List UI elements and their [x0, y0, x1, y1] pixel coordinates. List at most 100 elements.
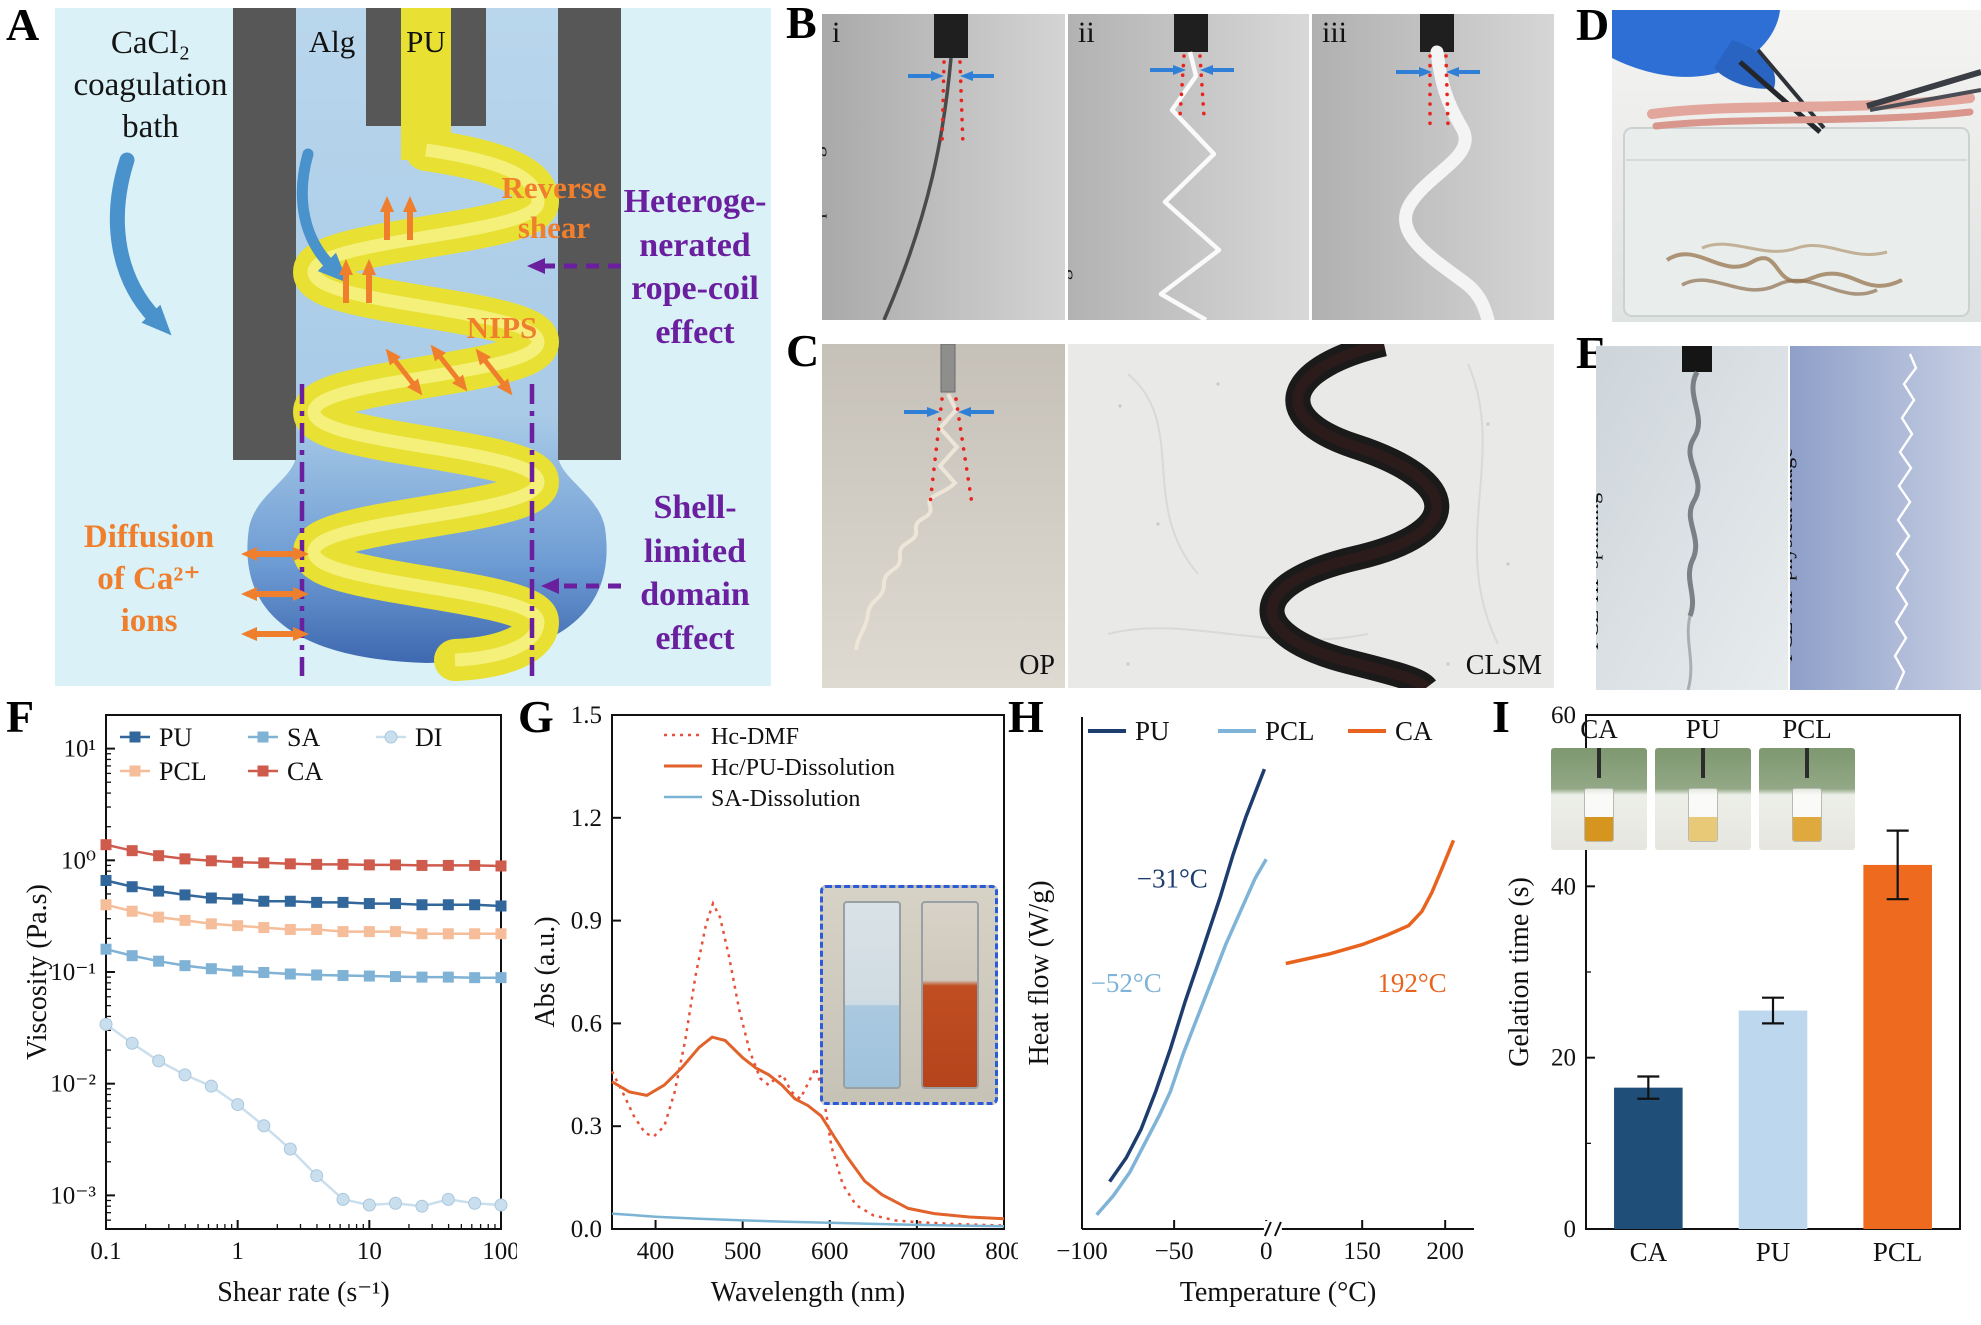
vial-liquid	[1585, 817, 1613, 841]
gelation-photo-ca	[1551, 748, 1647, 850]
vial	[1688, 788, 1718, 842]
zigzag-fiber	[1158, 51, 1222, 320]
panel-d-photo	[1612, 10, 1981, 322]
svg-text:10¹: 10¹	[64, 736, 97, 763]
svg-text:Wavelength (nm): Wavelength (nm)	[711, 1277, 905, 1308]
pink-fiber-strand	[1652, 108, 1974, 130]
svg-text:200: 200	[1426, 1238, 1464, 1265]
svg-text:10⁰: 10⁰	[61, 847, 96, 874]
outer-needle-left	[233, 8, 296, 460]
panel-label-c: C	[786, 325, 820, 376]
clsm-canvas	[1068, 344, 1554, 688]
cuvette-red	[921, 901, 979, 1089]
coiled-fiber-tangle	[1665, 242, 1903, 296]
svg-text:Shear rate (s⁻¹): Shear rate (s⁻¹)	[217, 1277, 389, 1308]
rope-coil-effect-label: Heteroge- nerated rope-coil effect	[623, 183, 767, 351]
panel-b-photo-ii: ii Coagulation-DI	[1068, 14, 1309, 320]
svg-text:1: 1	[231, 1238, 244, 1265]
svg-text:DI: DI	[415, 723, 442, 752]
panel-b-photo-iii: iii Out-DI	[1312, 14, 1554, 320]
bath-flow-arrow	[109, 152, 172, 336]
panel-a-schematic: CaCl₂ coagulation bath Alg PU Reverse sh…	[0, 0, 775, 692]
svg-text:0: 0	[1260, 1238, 1273, 1265]
svg-text:0.3: 0.3	[571, 1113, 602, 1140]
panel-e-physical-photo: PCL-HF physical image	[1790, 346, 1981, 690]
photo-iii-canvas	[1312, 14, 1554, 320]
white-fiber-line	[1893, 353, 1918, 690]
fiber-width-dots	[1428, 54, 1450, 128]
dropper-icon	[1701, 748, 1705, 778]
vial	[1792, 788, 1822, 842]
svg-text:Abs (a.u.): Abs (a.u.)	[530, 916, 561, 1027]
svg-text:−50: −50	[1155, 1238, 1194, 1265]
svg-text:SA-Dissolution: SA-Dissolution	[711, 786, 860, 812]
panel-c: OP CLSM	[780, 326, 1570, 690]
clsm-fiber-core	[1266, 344, 1443, 688]
sub-label-iii: iii	[1322, 16, 1348, 49]
panel-e-spinning-photo: PCL-HF spinning	[1596, 346, 1788, 690]
needle-tip	[940, 344, 956, 393]
svg-text:192°C: 192°C	[1377, 968, 1446, 998]
vial	[1584, 788, 1614, 842]
svg-text:150: 150	[1343, 1238, 1381, 1265]
inner-needle-left	[366, 8, 401, 126]
svg-text:Temperature (°C): Temperature (°C)	[1180, 1277, 1377, 1308]
panel-d-canvas	[1612, 10, 1981, 322]
svg-text:500: 500	[724, 1238, 762, 1265]
svg-text:60: 60	[1551, 705, 1576, 729]
caption-out-di: Out-DI	[1312, 253, 1317, 314]
tweezers-left-arm	[1756, 48, 1826, 130]
svg-text:1.2: 1.2	[571, 805, 602, 832]
panel-label-a: A	[6, 0, 40, 50]
pcl-physical-canvas	[1790, 346, 1981, 690]
svg-text:40: 40	[1551, 873, 1576, 900]
panel-label-g: G	[518, 691, 554, 742]
svg-text:700: 700	[898, 1238, 936, 1265]
svg-text:0.1: 0.1	[90, 1238, 121, 1265]
pink-fiber	[1647, 93, 1975, 119]
svg-text:20: 20	[1551, 1045, 1576, 1072]
gelation-photo-pcl	[1759, 748, 1855, 850]
svg-text:800: 800	[985, 1238, 1018, 1265]
pcl-wavy-fiber-tail	[1686, 615, 1693, 690]
cuvette-blue	[843, 901, 901, 1089]
inner-needle-right	[451, 8, 486, 126]
inset-label-pcl: PCL	[1782, 714, 1832, 744]
pcl-spinning-canvas	[1596, 346, 1788, 690]
panel-label-i: I	[1492, 691, 1510, 742]
nips-label: NIPS	[466, 310, 538, 345]
panel-b: i Needle - Equal length ii Coagulation-D…	[780, 0, 1570, 326]
sub-label-i: i	[832, 16, 841, 49]
pu-fiber-coil-highlight	[307, 143, 545, 667]
svg-text:PU: PU	[159, 723, 192, 752]
svg-text:PU: PU	[1135, 716, 1170, 746]
vial-liquid	[1689, 817, 1717, 841]
dropper-icon	[1597, 748, 1601, 778]
clsm-label: CLSM	[1465, 650, 1542, 681]
svg-text:Gelation time (s): Gelation time (s)	[1504, 877, 1535, 1067]
inner-flow-arrow	[296, 148, 348, 283]
panel-c-clsm-photo: CLSM	[1068, 344, 1554, 688]
svg-text:10⁻³: 10⁻³	[50, 1182, 96, 1209]
panel-label-d: D	[1576, 0, 1610, 50]
panel-c-op-photo: OP	[822, 344, 1065, 688]
background-texture	[1107, 363, 1499, 645]
svg-text:−52°C: −52°C	[1091, 968, 1162, 998]
svg-text:Hc/PU-Dissolution: Hc/PU-Dissolution	[711, 755, 895, 781]
panel-b-photo-i: i Needle - Equal length	[822, 14, 1065, 320]
svg-text:10: 10	[357, 1238, 382, 1265]
tweezers-right	[1866, 69, 1981, 109]
svg-text:0.9: 0.9	[571, 908, 602, 935]
caption-pcl-physical: PCL-HF physical image	[1790, 448, 1797, 662]
tweezers-right-arm	[1869, 88, 1981, 112]
svg-text:600: 600	[811, 1238, 849, 1265]
caption-coagulation-di: Coagulation-DI	[1068, 182, 1073, 314]
dissolution-photo-inset	[820, 885, 998, 1105]
svg-text:0.6: 0.6	[571, 1010, 602, 1037]
background-speckles	[1118, 362, 1510, 666]
svg-text:CA: CA	[1630, 1237, 1668, 1267]
svg-text:Heat flow (W/g): Heat flow (W/g)	[1024, 880, 1055, 1065]
